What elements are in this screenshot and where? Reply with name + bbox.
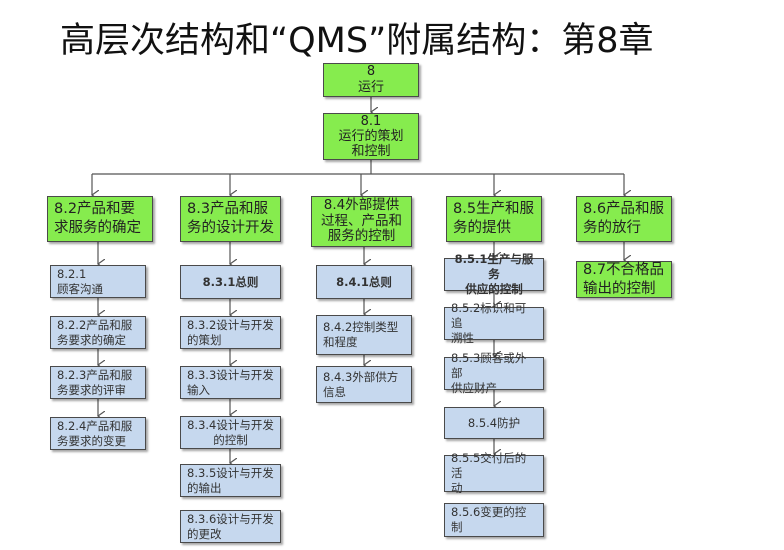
node-label: 务的设计开发 <box>187 220 274 236</box>
node-8-5-2: 8.5.2标识和可追 溯性 <box>444 301 544 345</box>
node-label: 8.5.3顾客或外部 <box>451 351 527 380</box>
node-label: 8.3.4设计与开发 <box>187 417 274 432</box>
node-8-2-4: 8.2.4产品和服 务要求的变更 <box>50 417 146 450</box>
node-label: 和控制 <box>351 144 391 159</box>
node-8-4-3: 8.4.3外部供方 信息 <box>316 366 412 403</box>
node-label: 溯性 <box>451 331 474 345</box>
node-label: 8.4.3外部供方 <box>323 369 399 384</box>
node-8-3-6: 8.3.6设计与开发 的更改 <box>180 510 281 543</box>
node-label: 的策划 <box>187 332 222 347</box>
node-8-5-1: 8.5.1生产与服务 供应的控制 <box>444 252 544 296</box>
node-label: 的控制 <box>213 432 248 447</box>
node-label: 8.5.4防护 <box>467 415 521 430</box>
node-8-3-2: 8.3.2设计与开发 的策划 <box>180 316 281 349</box>
node-label: 8.3.6设计与开发 <box>187 511 274 526</box>
node-label: 输出的控制 <box>583 280 656 297</box>
node-label: 8.2.1 <box>57 266 87 281</box>
node-label: 供应的控制 <box>465 282 523 296</box>
node-8-4-2: 8.4.2控制类型 和程度 <box>316 315 412 355</box>
node-label: 务要求的确定 <box>57 332 126 347</box>
node-label: 务要求的变更 <box>57 433 126 448</box>
node-8-2-1: 8.2.1 顾客沟通 <box>50 265 146 298</box>
node-label: 顾客沟通 <box>57 281 103 296</box>
node-label: 务的放行 <box>583 220 641 236</box>
node-label: 8.2.4产品和服 <box>57 418 133 433</box>
node-label: 的更改 <box>187 526 222 541</box>
node-label: 信息 <box>323 384 346 399</box>
node-label: 8 <box>366 64 376 79</box>
node-8-3-4: 8.3.4设计与开发 的控制 <box>180 416 281 449</box>
node-label: 8.6产品和服 <box>583 201 665 217</box>
node-label: 务要求的评审 <box>57 382 126 397</box>
node-label: 8.1 <box>360 114 382 129</box>
node-8-5-4: 8.5.4防护 <box>444 407 544 439</box>
node-8-4-1: 8.4.1总则 <box>316 265 412 299</box>
node-8-5-6: 8.5.6变更的控制 <box>444 503 544 537</box>
node-label: 的输出 <box>187 480 222 495</box>
node-label: 运行的策划 <box>338 129 404 144</box>
node-label: 8.5.2标识和可追 <box>451 301 527 330</box>
node-8-3-5: 8.3.5设计与开发 的输出 <box>180 464 281 497</box>
node-label: 8.5.6变更的控制 <box>451 505 527 534</box>
node-label: 8.4外部提供 <box>323 197 400 214</box>
node-label: 8.2.3产品和服 <box>57 367 133 382</box>
node-8-3-3: 8.3.3设计与开发 输入 <box>180 366 281 399</box>
node-label: 务的提供 <box>453 220 511 236</box>
node-label: 8.7不合格品 <box>583 261 665 278</box>
page-title: 高层次结构和“QMS”附属结构：第8章 <box>60 21 654 61</box>
node-label: 输入 <box>187 382 210 397</box>
node-label: 动 <box>451 481 463 495</box>
node-label: 8.3.5设计与开发 <box>187 465 274 480</box>
node-8-6: 8.6产品和服 务的放行 <box>576 196 672 242</box>
node-label: 8.2.2产品和服 <box>57 317 133 332</box>
node-8-2-2: 8.2.2产品和服 务要求的确定 <box>50 316 146 349</box>
node-label: 8.5.1生产与服务 <box>454 252 534 281</box>
node-label: 和程度 <box>323 335 358 349</box>
node-label: 8.5.5交付后的活 <box>451 451 527 480</box>
node-8-operation: 8 运行 <box>323 63 419 97</box>
node-8-3-1: 8.3.1总则 <box>180 265 281 299</box>
node-8-1-planning: 8.1 运行的策划 和控制 <box>323 113 419 160</box>
node-label: 8.3产品和服 <box>187 201 269 217</box>
node-label: 运行 <box>357 80 384 95</box>
node-8-2: 8.2产品和要 求服务的确定 <box>47 196 153 242</box>
node-label: 8.3.1总则 <box>202 274 259 289</box>
node-label: 8.5生产和服 <box>453 201 535 217</box>
node-label: 8.4.2控制类型 <box>323 320 399 334</box>
node-8-5: 8.5生产和服 务的提供 <box>446 196 542 242</box>
node-label: 8.2产品和要 <box>54 201 136 217</box>
node-label: 求服务的确定 <box>54 220 141 236</box>
node-label: 8.4.1总则 <box>336 274 392 289</box>
node-8-4: 8.4外部提供 过程、产品和 服务的控制 <box>311 196 412 247</box>
node-8-3: 8.3产品和服 务的设计开发 <box>180 196 281 242</box>
node-label: 服务的控制 <box>327 228 396 245</box>
node-8-5-3: 8.5.3顾客或外部 供应财产 <box>444 351 544 395</box>
node-8-2-3: 8.2.3产品和服 务要求的评审 <box>50 366 146 399</box>
node-label: 8.3.2设计与开发 <box>187 317 274 332</box>
node-8-7: 8.7不合格品 输出的控制 <box>576 261 672 298</box>
node-label: 供应财产 <box>451 381 497 395</box>
node-label: 过程、产品和 <box>321 212 402 229</box>
node-label: 8.3.3设计与开发 <box>187 367 274 382</box>
node-8-5-5: 8.5.5交付后的活 动 <box>444 451 544 495</box>
